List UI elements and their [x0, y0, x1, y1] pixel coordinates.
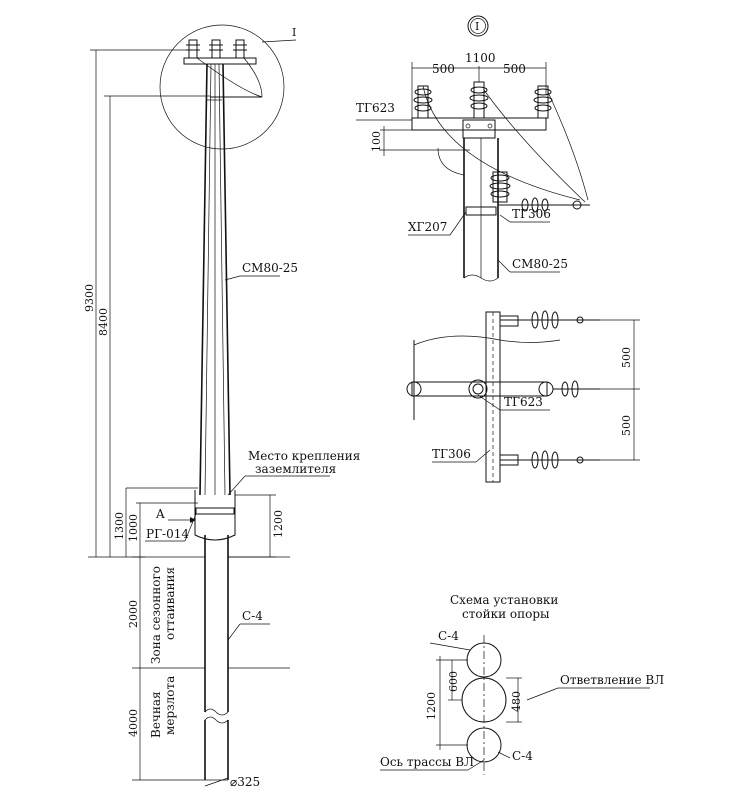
grounding-leader — [227, 475, 246, 496]
tg623-plan-label: ТГ623 — [504, 395, 543, 409]
grounding-label-1: Место крепления — [248, 449, 360, 463]
dim-100: 100 — [370, 131, 383, 152]
dim-480: 480 — [510, 691, 523, 712]
detail-plan-view: 500 500 ТГ623 ТГ306 — [406, 310, 640, 483]
branch-label: Ответвление ВЛ — [560, 673, 664, 687]
dim-chain-left — [88, 49, 276, 780]
detail-jumpers — [422, 85, 589, 203]
diameter-label: ⌀325 — [230, 775, 260, 789]
detail-cable — [437, 147, 465, 176]
tg306-plan-label: ТГ306 — [432, 447, 471, 461]
detail-insulator-right — [533, 85, 553, 119]
installation-scheme: Схема установки стойки опоры 1200 600 48… — [380, 593, 664, 775]
callout-marker: I — [292, 26, 296, 39]
detail-callout-circle — [159, 24, 285, 150]
scheme-title-2: стойки опоры — [462, 607, 550, 621]
callout-leader — [261, 39, 297, 43]
grounding-label-2: заземлителя — [255, 462, 336, 476]
dim-500-a: 500 — [432, 62, 455, 76]
dim-1100: 1100 — [465, 51, 496, 65]
insulator-top-left — [186, 39, 200, 59]
plan-wire — [413, 335, 561, 346]
strut-leader — [224, 275, 241, 281]
foundation-post — [204, 535, 229, 712]
dim-500-b: 500 — [503, 62, 526, 76]
c4-top-label: С-4 — [438, 629, 459, 643]
xg207-label: ХГ207 — [408, 220, 447, 234]
dim-1000: 1000 — [127, 514, 140, 542]
rg-label: РГ-014 — [146, 527, 189, 541]
insulator-top-right — [233, 39, 247, 59]
break-line-2 — [204, 716, 229, 724]
dim-1200-left: 1200 — [272, 510, 285, 538]
foundation-post-lower — [204, 720, 229, 780]
zone-perm-label-1: Вечная — [149, 691, 163, 738]
scheme-title-1: Схема установки — [450, 593, 558, 607]
dim-500-plan-b: 500 — [620, 415, 633, 436]
dim-4000: 4000 — [127, 709, 140, 737]
detail-header-circle — [467, 15, 489, 37]
tg306-top-label: ТГ306 — [512, 207, 551, 221]
view-arrow-a — [190, 517, 196, 523]
zone-thaw-label-2: оттаивания — [163, 567, 177, 640]
pole-elevation: I СМ80-25 Место крепления заземлителя — [83, 24, 360, 789]
plan-string-bottom — [499, 450, 600, 470]
detail-header-label: I — [475, 20, 479, 33]
plan-post — [485, 311, 501, 483]
strut-label: СМ80-25 — [242, 261, 298, 275]
dim-2000: 2000 — [127, 600, 140, 628]
detail-insulator-left — [413, 85, 433, 119]
pole-edges — [204, 63, 226, 496]
detail-bracket — [462, 119, 496, 139]
tg623-top-label: ТГ623 — [356, 101, 395, 115]
clamp-rg014 — [195, 507, 235, 515]
jumper-wires — [196, 57, 263, 98]
dim-600: 600 — [447, 671, 460, 692]
detail-clamp — [465, 206, 497, 216]
dim-8400: 8400 — [97, 308, 110, 336]
dim-500-plan-a: 500 — [620, 347, 633, 368]
crossarm — [183, 57, 257, 65]
detail-insulator-center — [469, 81, 489, 119]
insulator-top-center — [209, 39, 223, 59]
detail-branch-string — [489, 171, 590, 213]
joint-collar — [194, 490, 236, 541]
zone-thaw-label-1: Зона сезонного — [149, 566, 163, 664]
strut-detail-label: СМ80-25 — [512, 257, 568, 271]
dim-9300: 9300 — [83, 284, 96, 312]
detail-i-elevation: I 1100 500 500 100 — [356, 15, 590, 282]
plan-string-top — [499, 310, 600, 330]
view-a-label: A — [155, 507, 165, 521]
dim-1200-scheme: 1200 — [425, 692, 438, 720]
axis-route-label: Ось трассы ВЛ — [380, 755, 474, 769]
c4-bottom-label: С-4 — [512, 749, 533, 763]
break-line-1 — [204, 708, 229, 716]
c4-main-label: С-4 — [242, 609, 263, 623]
zone-perm-label-2: мерзлота — [163, 676, 177, 735]
detail-post — [463, 138, 499, 278]
dim-1300: 1300 — [113, 512, 126, 540]
